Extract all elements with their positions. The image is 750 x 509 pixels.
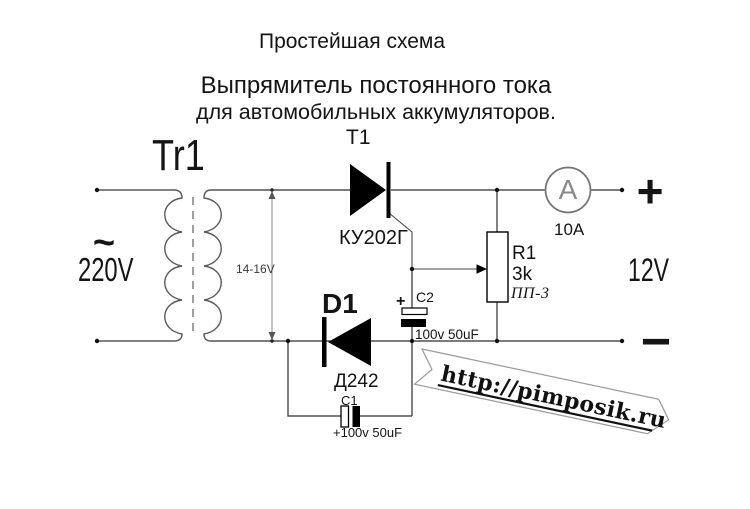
ammeter-rating: 10A (554, 220, 585, 239)
thyristor-symbol (350, 162, 391, 218)
diode-symbol (322, 317, 371, 367)
transformer-secondary-winding (203, 189, 222, 342)
primary-voltage-label: 220V (78, 251, 134, 288)
c1-negative-plate (352, 406, 360, 427)
c2-polarity-label: + (396, 293, 406, 310)
capacitor-c2-symbol (401, 307, 428, 327)
c1-designator: C1 (341, 393, 358, 408)
transformer-primary-winding (97, 189, 183, 342)
watermark-ribbon: http://pimposik.ru (413, 348, 670, 435)
dimension-line-secondary (268, 188, 276, 343)
output-negative-terminal: − (640, 313, 672, 371)
junction-dots (94, 187, 625, 344)
diode-anode-triangle (328, 318, 371, 366)
page-subtitle-1: Выпрямитель постоянного тока (200, 72, 552, 99)
c2-negative-plate (401, 319, 426, 327)
terminal-dot-output-plus (619, 187, 625, 193)
output-voltage-label: 12V (628, 252, 669, 288)
terminal-dot-output-minus (619, 338, 625, 344)
junction-dot-c2-bottom (409, 338, 415, 344)
ammeter-symbol: A (558, 174, 578, 205)
c2-value: 100v 50uF (415, 327, 479, 342)
watermark-underline (437, 384, 653, 432)
diode-designator: D1 (322, 288, 358, 319)
r1-resistance: 3k (512, 264, 533, 285)
terminal-dot-input-top (94, 187, 100, 193)
dimension-dot-top (270, 188, 274, 192)
junction-dot-r1-top (494, 187, 500, 193)
c2-designator: C2 (416, 289, 434, 305)
wire-c1-loop-left (287, 341, 341, 417)
junction-dot-c1-left (285, 338, 291, 344)
r1-type: ПП-3 (511, 285, 550, 302)
c1-value: +100v 50uF (333, 425, 403, 440)
diode-part-number: Д242 (334, 371, 379, 392)
wire-thyristor-gate (388, 212, 413, 268)
diode-cathode-bar (322, 317, 327, 367)
page-title: Простейшая схема (258, 30, 446, 53)
r1-designator: R1 (512, 243, 537, 264)
transformer-designator: Tr1 (152, 131, 205, 180)
ammeter-circle (544, 166, 592, 214)
transformer-symbol (97, 189, 222, 342)
junction-dot-gate (409, 266, 415, 272)
wires (211, 189, 622, 417)
dimension-arrow-up-icon (268, 191, 276, 199)
secondary-voltage-label: 14-16V (236, 262, 275, 276)
dimension-arrow-down-icon (268, 332, 276, 340)
c1-positive-plate (340, 405, 350, 428)
watermark-banner (413, 348, 670, 435)
output-positive-terminal: + (636, 165, 664, 217)
thyristor-designator: Т1 (346, 126, 371, 149)
c2-positive-plate (401, 307, 428, 316)
thyristor-anode-triangle (350, 164, 386, 216)
thyristor-cathode-bar (386, 162, 391, 218)
r1-wiper-arrow-icon (476, 264, 487, 274)
r1-body (486, 231, 509, 303)
potentiometer-symbol (476, 231, 509, 303)
ac-tilde-icon: ~ (92, 222, 116, 264)
page-subtitle-2: для автомобильных аккумуляторов. (196, 100, 556, 124)
terminal-dot-input-bottom (94, 338, 100, 344)
dimension-dot-bottom (270, 339, 274, 343)
wire-c1-loop-right (360, 341, 413, 417)
junction-dot-r1-bottom (494, 338, 500, 344)
thyristor-part-number: КУ202Г (339, 227, 408, 249)
capacitor-c1-symbol (340, 405, 360, 428)
